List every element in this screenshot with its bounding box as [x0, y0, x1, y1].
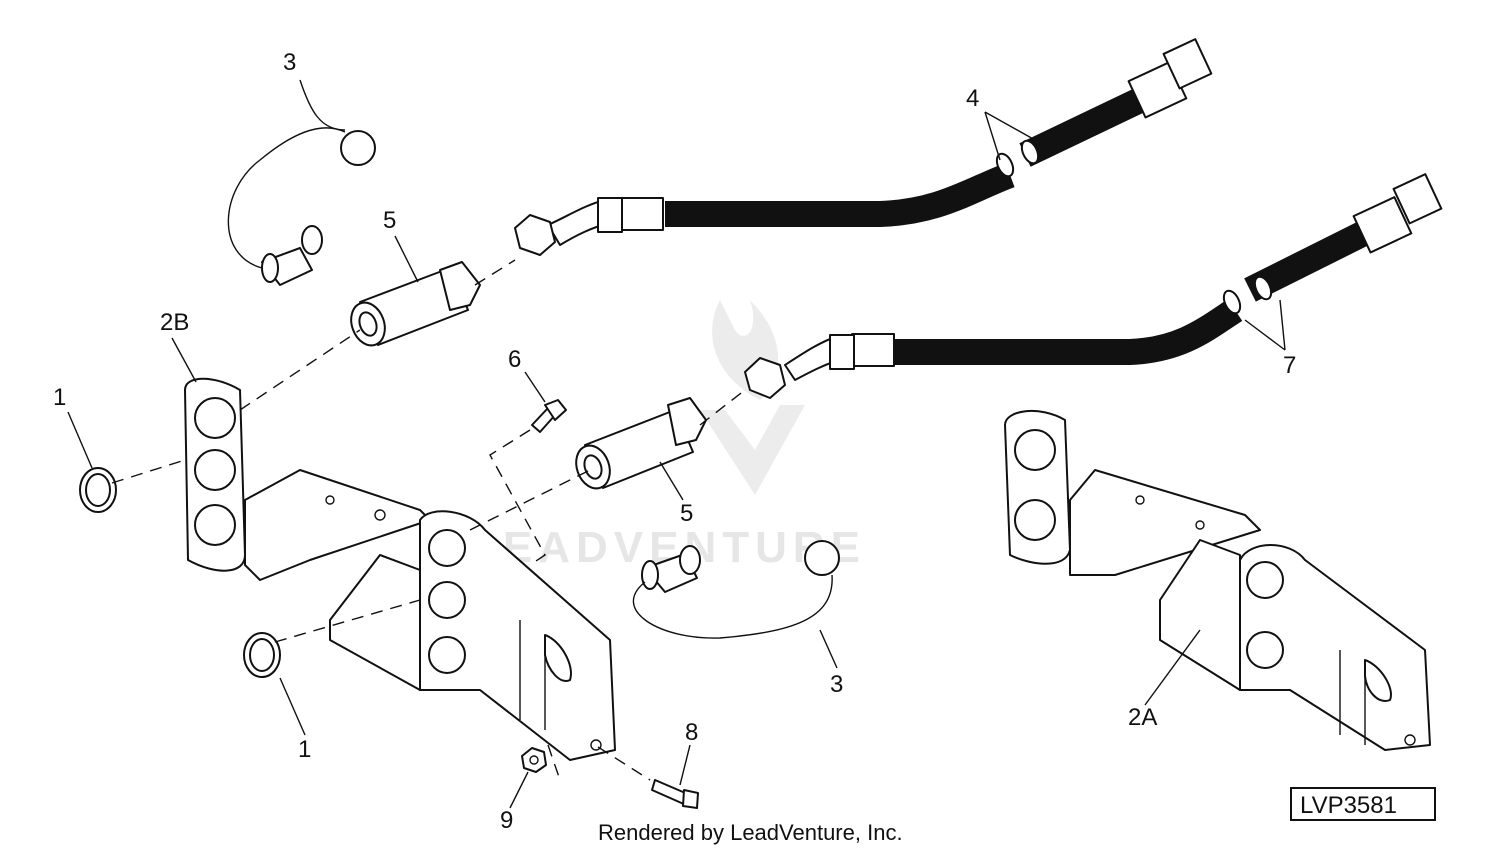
dust-plug-upper: [227, 127, 376, 286]
bolt-8: [651, 779, 699, 809]
callouts: 3 1 2B 5 4 7 6 5 3 1 8 9 2A: [53, 49, 1296, 834]
bracket-2b: [184, 377, 431, 581]
callout-1-lower: 1: [298, 736, 311, 763]
callout-4: 4: [966, 85, 979, 112]
hose-upper: [514, 38, 1213, 256]
leader-lines: [67, 79, 1286, 809]
dust-plug-lower: [632, 540, 840, 639]
assembly-lines: [111, 259, 746, 781]
callout-2b: 2B: [160, 309, 189, 336]
callout-5-upper: 5: [383, 207, 396, 234]
bolt-6: [531, 399, 567, 433]
callout-6: 6: [508, 346, 521, 373]
snap-ring-upper: [79, 467, 117, 513]
callout-3-lower: 3: [830, 671, 843, 698]
snap-ring-lower: [243, 632, 281, 678]
callout-5-lower: 5: [680, 500, 693, 527]
watermark-v-mark: [700, 405, 805, 495]
callout-8: 8: [685, 719, 698, 746]
coupler-upper: [350, 261, 481, 347]
nut-9: [521, 747, 547, 773]
bracket-main: [329, 510, 616, 761]
callout-3-upper: 3: [283, 49, 296, 76]
footer-credit: Rendered by LeadVenture, Inc.: [598, 820, 903, 845]
figure-id: LVP3581: [1300, 792, 1397, 819]
callout-1-upper: 1: [53, 384, 66, 411]
callout-9: 9: [500, 807, 513, 834]
bracket-2a: [1004, 409, 1431, 751]
hose-lower: [744, 173, 1443, 399]
coupler-lower: [575, 397, 707, 490]
callout-2a: 2A: [1128, 704, 1157, 731]
callout-7: 7: [1283, 352, 1296, 379]
figure-id-box: LVP3581: [1290, 787, 1436, 821]
